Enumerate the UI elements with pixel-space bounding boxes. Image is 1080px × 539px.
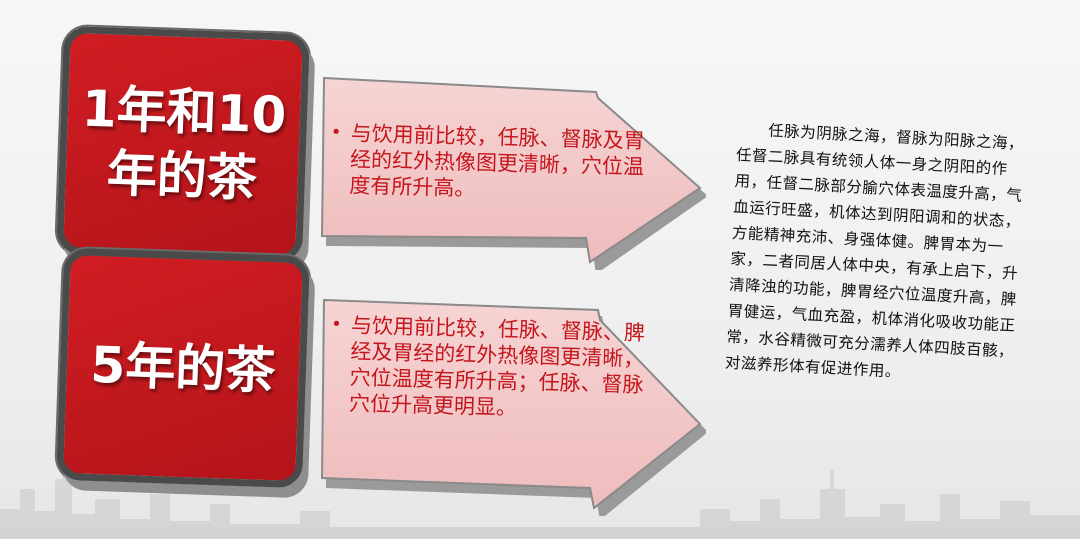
- arrow-shape-top: [320, 76, 706, 270]
- arrow-text-bottom-content: 与饮用前比较，任脉、督脉、脾经及胃经的红外热像图更清晰，穴位温度有所升高；任脉、…: [348, 313, 646, 420]
- arrow-text-bottom: • 与饮用前比较，任脉、督脉、脾经及胃经的红外热像图更清晰，穴位温度有所升高；任…: [327, 312, 652, 424]
- bullet-bottom: •: [330, 313, 342, 336]
- city-skyline-decoration: [0, 459, 1080, 539]
- badge-top-line1: 1年和10: [80, 79, 288, 145]
- explanation-paragraph: 任脉为阴脉之海，督脉为阳脉之海，任督二脉具有统领人体一身之阴阳的作用，任督二脉部…: [724, 121, 1025, 381]
- badge-1-and-10-year-tea: 1年和10 年的茶: [56, 25, 310, 263]
- bullet-top: •: [330, 121, 342, 144]
- arrow-text-top: • 与饮用前比较，任脉、督脉及胃经的红外热像图更清晰，穴位温度有所升高。: [327, 120, 651, 206]
- badge-top-line2: 年的茶: [105, 144, 258, 208]
- arrow-shape-bottom: [320, 298, 706, 516]
- badge-bottom-line1: 5年的茶: [89, 335, 277, 401]
- badge-5-year-tea: 5年的茶: [56, 247, 310, 489]
- arrow-text-top-content: 与饮用前比较，任脉、督脉及胃经的红外热像图更清晰，穴位温度有所升高。: [349, 121, 645, 201]
